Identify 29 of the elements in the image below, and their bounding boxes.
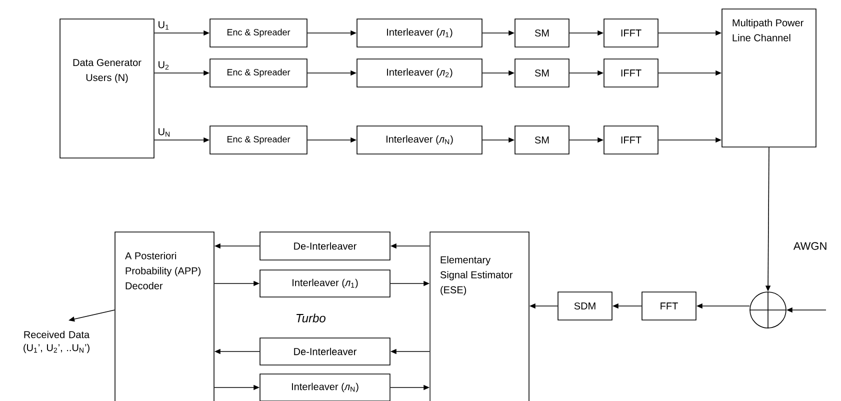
process-box: Enc & Spreader (210, 126, 308, 154)
process-box: SM (514, 18, 570, 48)
process-box: SM (514, 126, 570, 154)
process-box: IFFT (604, 58, 658, 88)
process-box: Data Generator Users (N) (60, 18, 154, 158)
process-box: A Posteriori Probability (APP) Decoder (114, 232, 214, 401)
process-box: Interleaver (л$_{1}$) (356, 18, 482, 48)
process-box: IFFT (604, 18, 658, 48)
process-box: SDM (558, 292, 612, 320)
edge-label: U$_{N}$ (158, 128, 170, 137)
output-text: Received Data (U$_{1}$’, U$_{2}$’, ..U$_{N}$’) (24, 330, 90, 354)
process-box: De-Interleaver (260, 232, 390, 260)
process-box: IFFT (604, 126, 658, 154)
noise-label: AWGN (793, 242, 826, 250)
process-box: De-Interleaver (260, 338, 390, 366)
process-box: Elementary Signal Estimator (ESE) (430, 232, 530, 401)
process-box: Interleaver (л$_{N}$) (356, 126, 482, 154)
process-box: FFT (642, 292, 696, 320)
process-box: Interleaver (л$_{N}$) (260, 374, 390, 401)
process-box: Multipath Power Line Channel (722, 8, 816, 148)
process-box: Interleaver (л$_{1}$) (260, 270, 390, 298)
edge-label: U$_{2}$ (158, 61, 169, 70)
process-box: Enc & Spreader (210, 18, 308, 48)
process-box: Interleaver (л$_{2}$) (356, 58, 482, 88)
process-box: Enc & Spreader (210, 58, 308, 88)
process-box: SM (514, 58, 570, 88)
adder-symbol (749, 291, 787, 329)
edge-label: U$_{1}$ (158, 21, 169, 30)
loop-label: Turbo (296, 314, 326, 322)
